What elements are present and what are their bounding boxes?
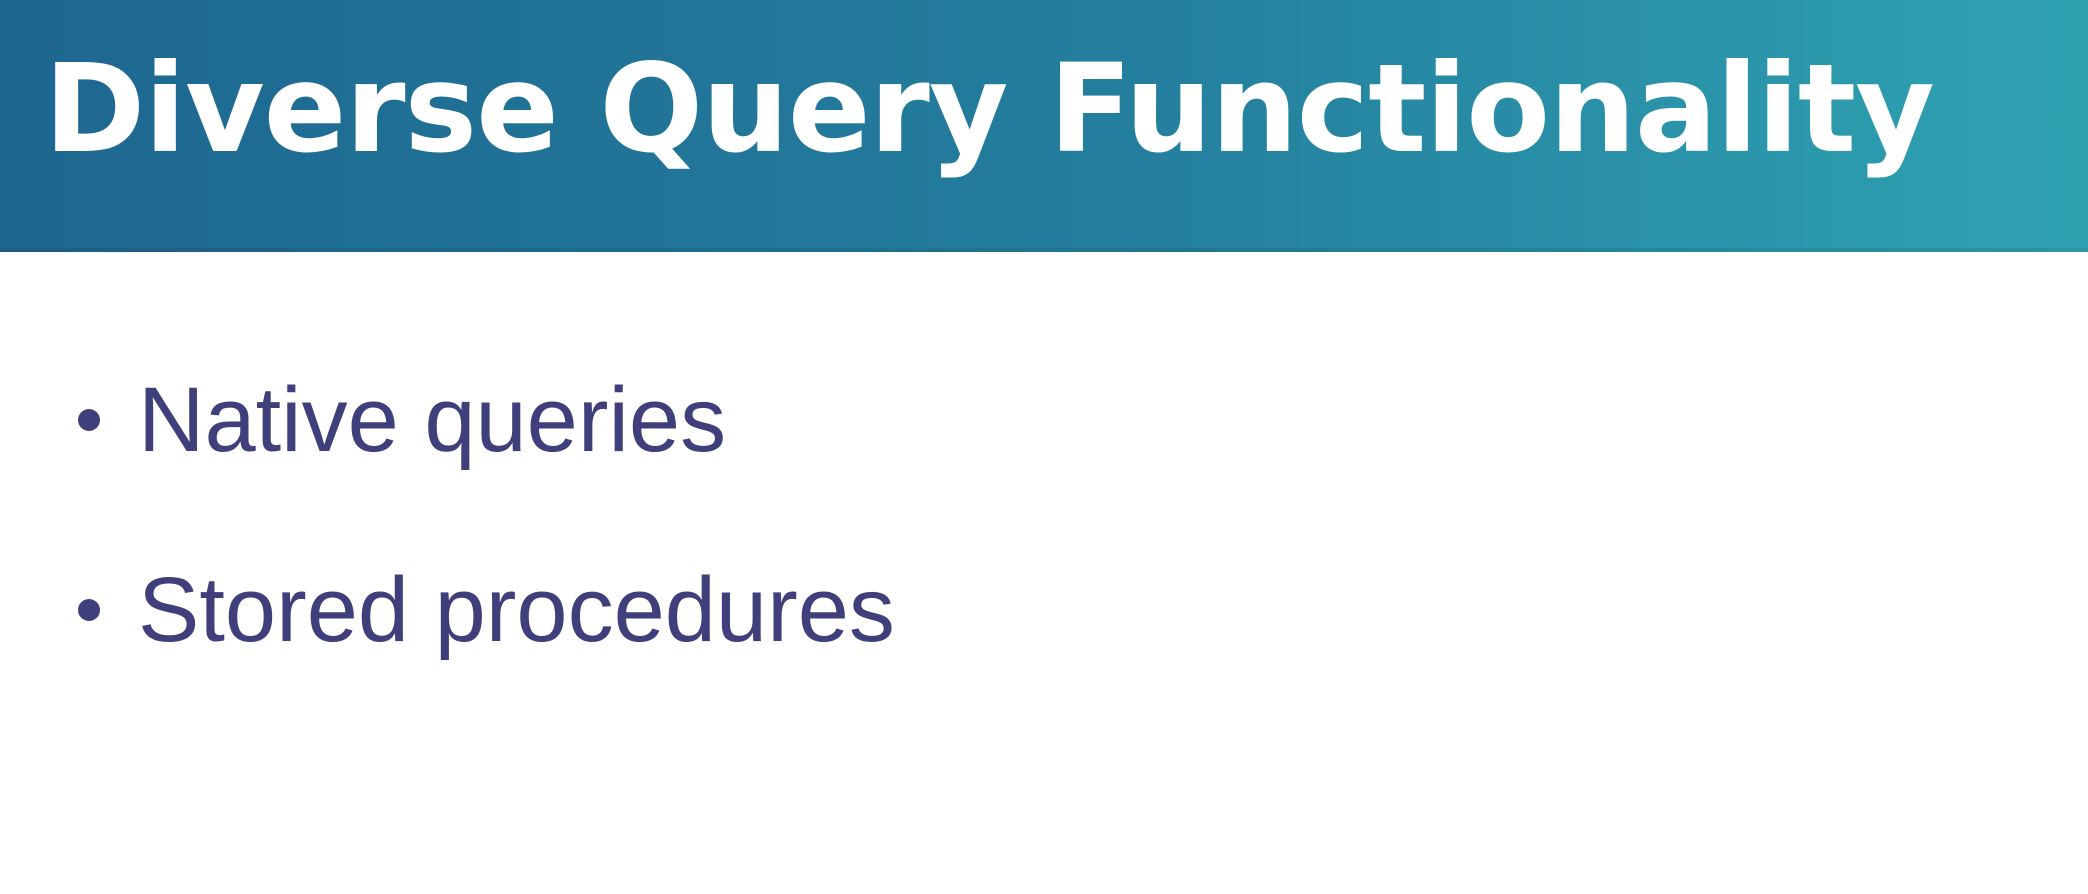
title-banner: Diverse Query Functionality — [0, 0, 2088, 252]
slide-title: Diverse Query Functionality — [44, 38, 1935, 180]
bullet-text: Native queries — [138, 369, 727, 471]
bullet-dot-icon — [78, 409, 100, 431]
bullet-text: Stored procedures — [138, 559, 895, 661]
bullet-dot-icon — [78, 599, 100, 621]
